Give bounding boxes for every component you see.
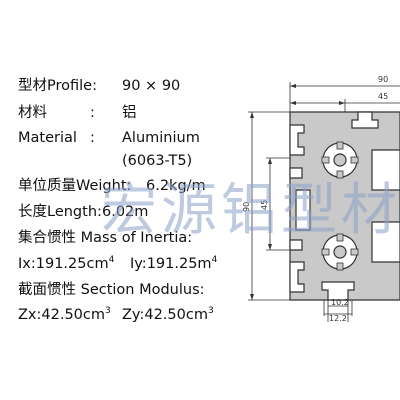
profile-row: 型材Profile: 90 × 90 — [18, 78, 180, 95]
material-label: Material — [18, 130, 77, 146]
material-cn-label: 材料 — [18, 105, 47, 121]
inertia-row: 集合惯性 Mass of Inertia: — [18, 230, 192, 247]
zx-value: Zx:42.50cm3 — [18, 306, 111, 323]
modulus-row: 截面惯性 Section Modulus: — [18, 282, 205, 299]
dim-slot-12-2: 12.2 — [329, 314, 347, 323]
modulus-label: 截面惯性 Section Modulus: — [18, 282, 205, 298]
weight-value: 6.2kg/m — [146, 178, 206, 194]
dim-top-90: 90 — [378, 75, 388, 84]
ix-value: Ix:191.25cm4 — [18, 255, 115, 272]
dim-slot-10-2: 10.2 — [331, 298, 349, 307]
material-value: Aluminium — [122, 130, 200, 146]
material-row: Material : Aluminium — [18, 130, 200, 147]
dim-top-45: 45 — [378, 92, 388, 101]
inertia-label: 集合惯性 Mass of Inertia: — [18, 230, 193, 246]
profile-label: 型材Profile: — [18, 78, 97, 94]
material-cn-colon: : — [90, 105, 95, 121]
iy-value: Iy:191.25m4 — [130, 255, 218, 272]
zy-value: Zy:42.50cm3 — [122, 306, 214, 323]
length-label: 长度Length: — [18, 204, 102, 220]
length-value: 6.02m — [102, 204, 149, 220]
material-cn-value: 铝 — [122, 105, 137, 121]
aluminium-profile-section — [289, 111, 400, 301]
material-cn-row: 材料 : 铝 — [18, 105, 137, 122]
weight-label: 单位质量Weight: — [18, 178, 132, 194]
zx-zy-row: Zx:42.50cm3 Zy:42.50cm3 — [18, 306, 214, 324]
material-grade: (6063-T5) — [122, 153, 193, 169]
profile-value: 90 × 90 — [122, 78, 181, 94]
material-colon: : — [90, 130, 95, 146]
ix-iy-row: Ix:191.25cm4 Iy:191.25m4 — [18, 255, 217, 273]
length-row: 长度Length: 6.02m — [18, 204, 148, 221]
watermark: 宏源铝型材 — [101, 178, 400, 243]
dim-side-45: 45 — [260, 200, 269, 210]
dim-side-90: 90 — [242, 202, 251, 212]
weight-row: 单位质量Weight: 6.2kg/m — [18, 178, 206, 195]
